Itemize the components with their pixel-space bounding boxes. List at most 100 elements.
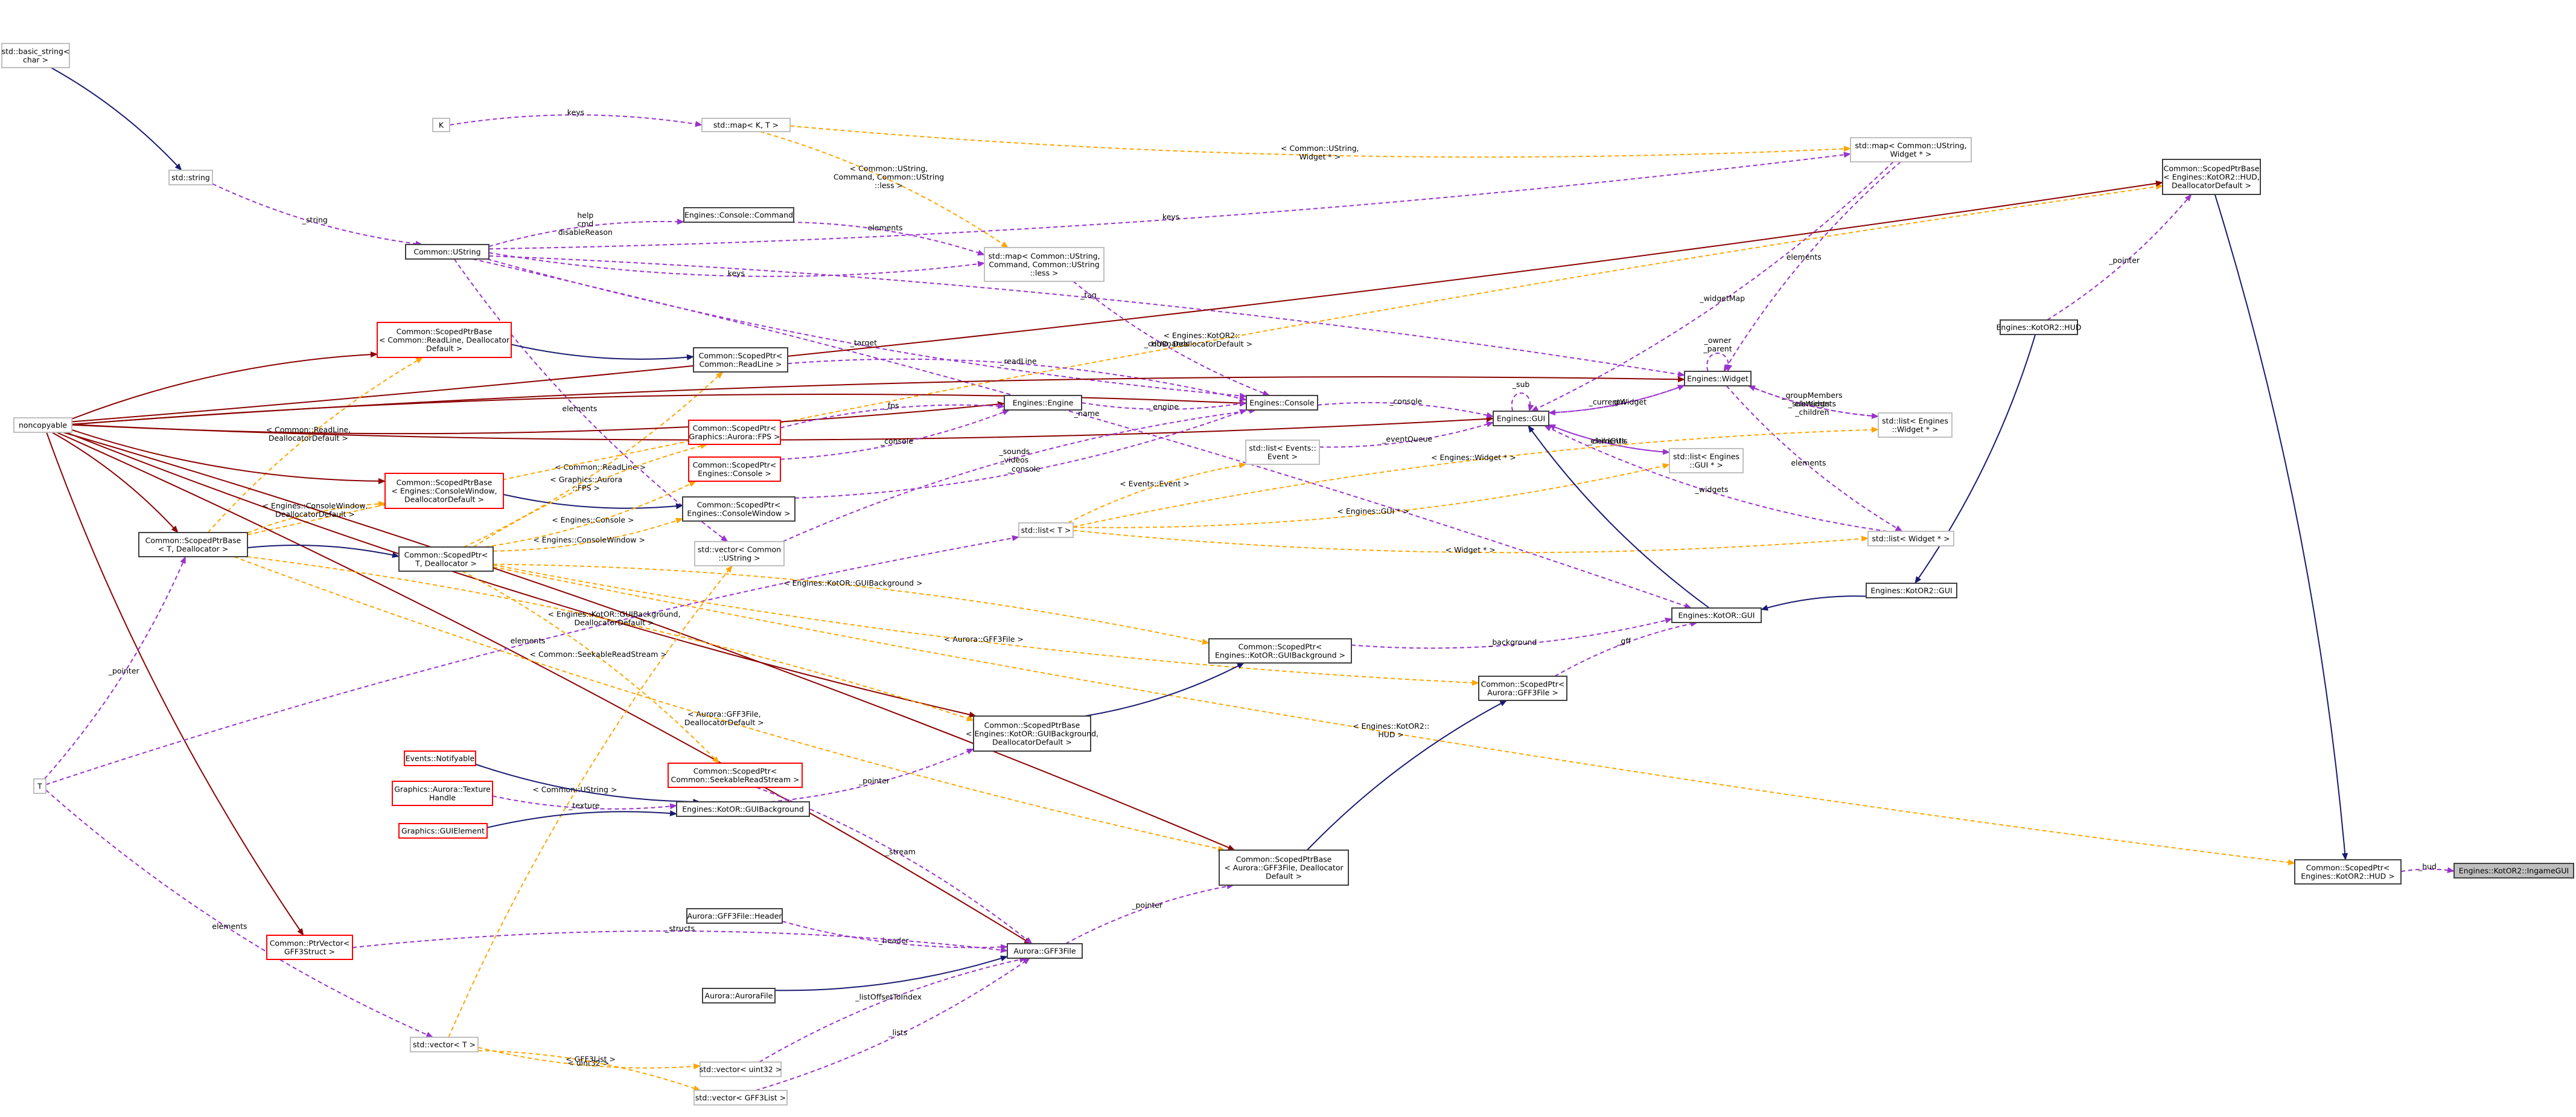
node-label-line: std::basic_string< — [2, 47, 70, 56]
edge-label: _pointer — [858, 776, 890, 786]
edge-line — [488, 252, 985, 277]
node-gui[interactable]: Engines::GUI — [1493, 411, 1549, 426]
edge-line — [2214, 194, 2348, 860]
node-box — [2162, 159, 2261, 195]
node-kotor2-hud[interactable]: Engines::KotOR2::HUD — [1997, 319, 2082, 335]
edge-label: < Engines::GUI * > — [1337, 507, 1409, 516]
node-sp-t[interactable]: Common::ScopedPtr<T, Deallocator > — [398, 546, 494, 572]
node-list-widgetp[interactable]: std::list< Engines::Widget * > — [1878, 412, 1953, 438]
edge-line — [475, 763, 701, 805]
edge-label-line: _engine — [1149, 402, 1179, 411]
edge-label-line: keys — [728, 269, 745, 278]
edge-label-line: _currentWidget — [1589, 397, 1647, 406]
node-sp-readline[interactable]: Common::ScopedPtr<Common::ReadLine > — [693, 347, 788, 373]
node-label: Common::ScopedPtrBase< Common::ReadLine,… — [379, 327, 510, 353]
node-T[interactable]: T — [33, 778, 46, 794]
node-ustring[interactable]: Common::UString — [405, 244, 489, 260]
node-sp-srs[interactable]: Common::ScopedPtr<Common::SeekableReadSt… — [668, 763, 803, 788]
node-std-map-widget[interactable]: std::map< Common::UString,Widget * > — [1850, 137, 1972, 162]
edge-line — [247, 545, 400, 558]
node-label-line: K — [439, 121, 444, 130]
node-list-event[interactable]: std::list< Events::Event > — [1245, 440, 1320, 465]
node-gff3-header[interactable]: Aurora::GFF3File::Header — [686, 908, 783, 924]
node-sp-cw[interactable]: Common::ScopedPtr<Engines::ConsoleWindow… — [682, 496, 795, 522]
node-list-widget[interactable]: std::list< Widget * > — [1867, 531, 1954, 546]
node-noncopyable[interactable]: noncopyable — [13, 417, 72, 433]
node-sp-guibg[interactable]: Common::ScopedPtr<Engines::KotOR::GUIBac… — [1208, 638, 1352, 664]
node-sp-console[interactable]: Common::ScopedPtr<Engines::Console > — [688, 456, 781, 482]
node-box — [1867, 531, 1954, 546]
node-notifyable[interactable]: Events::Notifyable — [404, 751, 476, 766]
node-ptrvector[interactable]: Common::PtrVector<GFF3Struct > — [266, 935, 353, 960]
edge-line — [462, 571, 719, 764]
edge-line — [247, 501, 386, 534]
node-label-line: Engines::Console::Command — [684, 211, 793, 220]
edge-label: elements — [1787, 252, 1822, 261]
node-label-line: Widget * > — [1890, 150, 1932, 159]
node-box — [1018, 522, 1074, 538]
node-engine[interactable]: Engines::Engine — [1004, 395, 1082, 411]
node-std-map-cmd[interactable]: std::map< Common::UString,Command, Commo… — [984, 247, 1105, 282]
node-label: std::list< Events::Event > — [1249, 444, 1316, 461]
node-list-t[interactable]: std::list< T > — [1018, 522, 1074, 538]
node-K[interactable]: K — [432, 118, 450, 132]
node-std-string[interactable]: std::string — [168, 170, 213, 185]
node-label: Events::Notifyable — [406, 754, 475, 763]
node-vec-gff3list[interactable]: std::vector< GFF3List > — [693, 1090, 788, 1106]
node-console[interactable]: Engines::Console — [1246, 395, 1318, 411]
node-sp-gff3-base[interactable]: Common::ScopedPtrBase< Aurora::GFF3File,… — [1219, 850, 1349, 886]
edge-line — [503, 494, 683, 510]
node-label-line: Aurora::GFF3File::Header — [687, 912, 782, 921]
node-label-line: Common::ScopedPtr< — [2306, 863, 2390, 872]
node-sp-readline-base[interactable]: Common::ScopedPtrBase< Common::ReadLine,… — [377, 322, 512, 358]
node-vec-ustring[interactable]: std::vector< Common::UString > — [694, 541, 785, 566]
node-sp-hud[interactable]: Common::ScopedPtr<Engines::KotOR2::HUD > — [2294, 859, 2402, 885]
node-guielement[interactable]: Graphics::GUIElement — [398, 823, 488, 839]
node-widget[interactable]: Engines::Widget — [1684, 371, 1752, 386]
node-vec-uint32[interactable]: std::vector< uint32 > — [700, 1061, 782, 1077]
edge-sp_base_t-to-sp_cw_base: < Engines::ConsoleWindow,DeallocatorDefa… — [247, 501, 386, 534]
node-gff3file[interactable]: Aurora::GFF3File — [1007, 943, 1083, 959]
node-kotor-gui[interactable]: Engines::KotOR::GUI — [1671, 607, 1762, 623]
edge-label: < GFF3List > — [566, 1054, 616, 1063]
node-label: Engines::Console — [1249, 398, 1315, 408]
node-sp-guibg-base[interactable]: Common::ScopedPtrBase< Engines::KotOR::G… — [966, 715, 1098, 752]
edge-label-line: ::less > — [875, 181, 903, 190]
node-vec-t[interactable]: std::vector< T > — [410, 1037, 479, 1052]
node-sp-fps[interactable]: Common::ScopedPtr<Graphics::Aurora::FPS … — [688, 420, 781, 445]
node-label-line: ::UString > — [718, 554, 760, 563]
edge-line — [1748, 385, 1879, 419]
node-console-command[interactable]: Engines::Console::Command — [683, 207, 794, 223]
node-label-line: Engines::Console — [1249, 398, 1315, 408]
edge-line — [780, 409, 1010, 460]
node-sp-base-t[interactable]: Common::ScopedPtrBase< T, Deallocator > — [138, 532, 248, 557]
node-kotor2-gui[interactable]: Engines::KotOR2::GUI — [1866, 583, 1957, 598]
edge-label: _lists — [888, 1028, 907, 1037]
node-label-line: Engines::KotOR2::HUD — [1997, 323, 2082, 332]
edge-label: _pointer — [108, 666, 140, 675]
edge-sp_guibg_base-to-sp_guibg — [1084, 662, 1245, 717]
edge-widget-to-list_widget: elements — [1726, 385, 1903, 532]
edge-line — [66, 432, 977, 718]
edge-line — [1761, 595, 1867, 611]
node-guibackground[interactable]: Engines::KotOR::GUIBackground — [676, 801, 810, 817]
edge-line — [1351, 617, 1672, 649]
edge-sp_hud_base-to-sp_hud — [2214, 194, 2348, 860]
edge-line — [485, 481, 697, 548]
edge-label-line: _pointer — [108, 666, 140, 675]
node-sp-cw-base[interactable]: Common::ScopedPtrBase< Engines::ConsoleW… — [384, 473, 504, 509]
node-std-map-kt[interactable]: std::map< K, T > — [701, 118, 791, 132]
node-sp-gff3[interactable]: Common::ScopedPtr<Aurora::GFF3File > — [1478, 676, 1567, 701]
node-sp-hud-base[interactable]: Common::ScopedPtrBase< Engines::KotOR2::… — [2162, 159, 2261, 195]
node-label: Engines::KotOR2::GUI — [1870, 586, 1952, 595]
edge-label: < Widget * > — [1446, 545, 1496, 554]
node-basic-string[interactable]: std::basic_string<char > — [1, 43, 70, 68]
edge-label-line: _readLine — [999, 356, 1037, 365]
edge-kotor2_gui-to-kotor_gui — [1761, 595, 1867, 611]
node-list-gui[interactable]: std::list< Engines::GUI * > — [1669, 448, 1744, 473]
node-box — [384, 473, 504, 509]
node-aurorafile[interactable]: Aurora::AuroraFile — [702, 988, 776, 1003]
edge-label: _owner_parent — [1703, 336, 1732, 353]
